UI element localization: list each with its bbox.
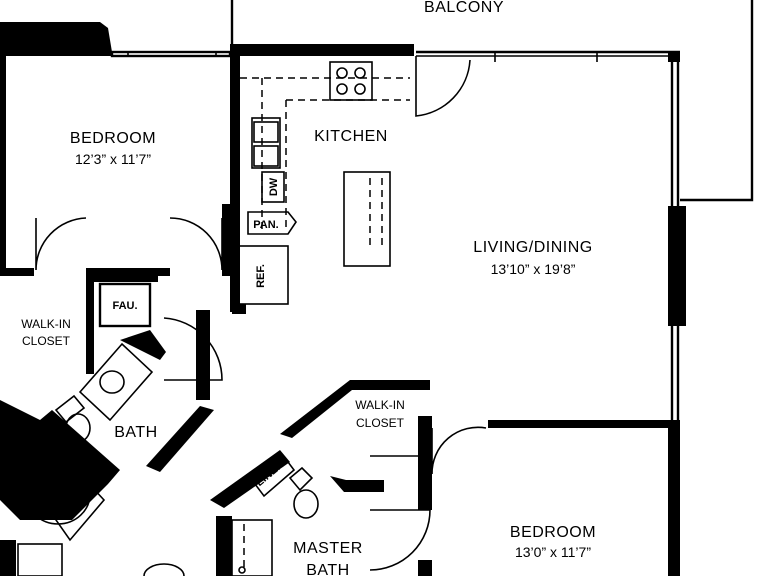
walkin2-line1: WALK-IN [355, 398, 405, 412]
linen-closet [250, 452, 296, 498]
living-name: LIVING/DINING [473, 239, 592, 256]
master-toilet-icon [293, 489, 319, 519]
bedroom2-size: 13’0” x 11’7” [515, 544, 591, 560]
bath-fixtures [12, 342, 319, 576]
sink-icon [251, 117, 281, 169]
ref-label: REF. [255, 264, 267, 288]
pantry-icon [247, 211, 297, 235]
refrigerator-icon [235, 245, 289, 305]
walkin2-line2: CLOSET [356, 416, 405, 430]
fau-unit [98, 282, 152, 328]
master-bath-line1: MASTER [293, 540, 363, 557]
bedroom1-name: BEDROOM [70, 130, 156, 147]
walkin1-line2: CLOSET [22, 334, 71, 348]
master-toilet-tank [288, 466, 314, 492]
master-bath-line2: BATH [306, 562, 349, 576]
doors [35, 56, 487, 571]
toilet-icon [65, 413, 91, 443]
master-sink [17, 543, 63, 576]
stove-icon [329, 61, 373, 101]
windows [112, 52, 598, 62]
bath-label: BATH [114, 424, 157, 441]
bathtub [12, 445, 106, 542]
toilet-tank [54, 394, 86, 424]
fau-label: FAU. [112, 300, 137, 312]
room-labels: BALCONY BEDROOM 12’3” x 11’7” KITCHEN LI… [21, 0, 596, 576]
dishwasher-icon [261, 171, 285, 203]
vanity [78, 342, 154, 422]
kitchen-label: KITCHEN [314, 128, 388, 145]
walkin1-line1: WALK-IN [21, 317, 71, 331]
kitchen-island [343, 171, 391, 267]
bedroom2-name: BEDROOM [510, 524, 596, 541]
balcony-label: BALCONY [424, 0, 504, 16]
living-size: 13’10” x 19’8” [491, 261, 576, 277]
dw-label: DW [268, 177, 280, 196]
pan-label: PAN. [253, 219, 278, 231]
kitchen-cabinets [235, 61, 410, 305]
bedroom1-size: 12’3” x 11’7” [75, 151, 151, 167]
shower [231, 519, 273, 576]
